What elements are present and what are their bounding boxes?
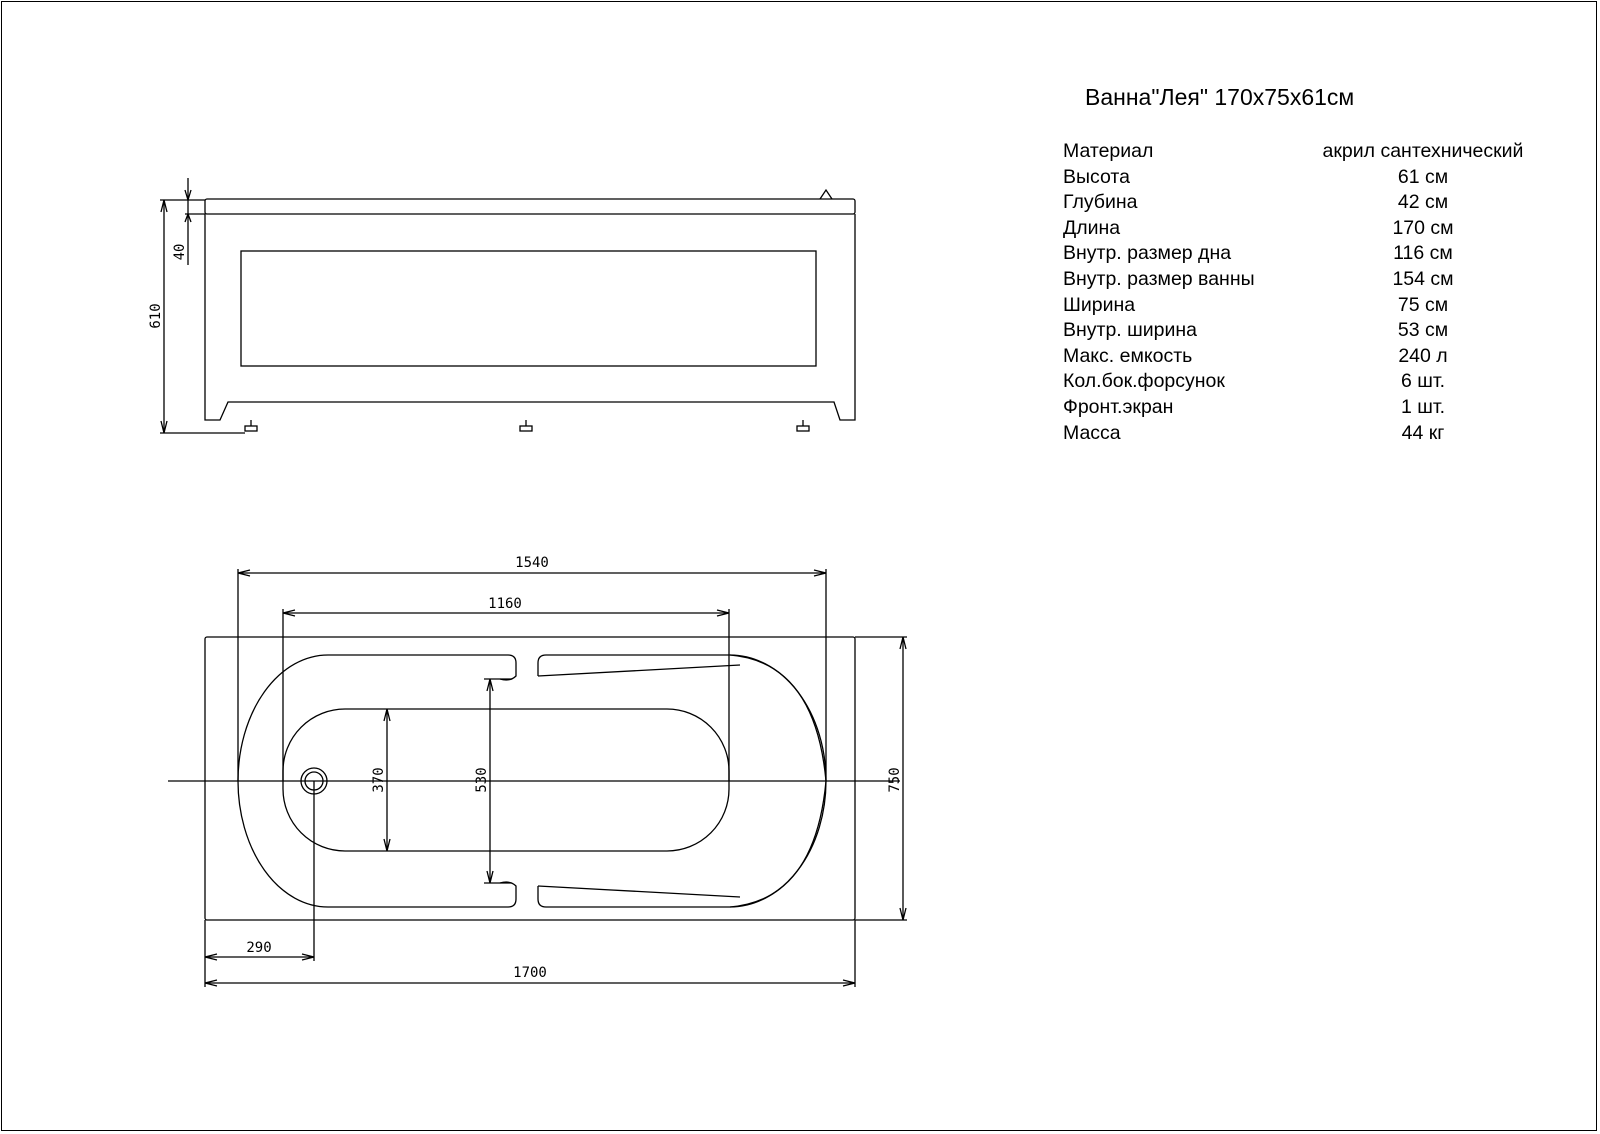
dim-width-line — [855, 636, 907, 921]
spec-label: Внутр. размер дна — [1063, 242, 1232, 265]
bathtub-body — [204, 214, 856, 421]
support-feet — [244, 420, 810, 432]
spec-value: 154 см — [1392, 267, 1454, 290]
spec-value: 6 шт. — [1400, 370, 1446, 393]
dim-bottom-width-label: 370 — [371, 767, 387, 792]
spec-label: Фронт.экран — [1063, 395, 1174, 418]
spec-value: 61 см — [1397, 165, 1449, 188]
spec-value: 116 см — [1393, 242, 1453, 265]
overflow-bump — [819, 188, 833, 200]
spec-value: 240 л — [1398, 344, 1448, 367]
front-screen-panel — [240, 250, 817, 367]
backrest-line-bottom — [537, 885, 741, 898]
spec-label: Ширина — [1063, 293, 1136, 316]
top-view — [168, 569, 907, 987]
dim-bottom-length-label: 1160 — [488, 596, 522, 612]
spec-label: Внутр. размер ванны — [1063, 267, 1255, 290]
spec-value: акрил сантехнический — [1322, 140, 1524, 162]
tub-outline — [204, 636, 856, 921]
spec-value: 1 шт. — [1400, 395, 1446, 418]
dim-height-line — [160, 199, 245, 434]
spec-value: 75 см — [1397, 293, 1449, 316]
spec-value: 53 см — [1397, 319, 1449, 342]
dim-inner-length-line — [237, 569, 827, 781]
dim-bottom-length-line — [282, 609, 730, 781]
dim-height-label: 610 — [148, 303, 164, 328]
basin-floor — [282, 708, 730, 852]
spec-label: Кол.бок.форсунок — [1063, 370, 1225, 393]
dim-length-line — [204, 920, 856, 987]
bathtub-rim — [204, 198, 856, 215]
spec-label: Внутр. ширина — [1063, 319, 1198, 342]
backrest-line-top — [537, 664, 741, 677]
dim-length-label: 1700 — [513, 965, 547, 981]
dim-width-label: 750 — [887, 767, 903, 792]
spec-label: Макс. емкость — [1063, 344, 1193, 367]
spec-label: Масса — [1063, 421, 1121, 444]
spec-label: Материал — [1063, 140, 1154, 162]
spec-label: Глубина — [1063, 191, 1138, 214]
spec-value: 42 см — [1397, 191, 1449, 214]
dim-drain-offset-label: 290 — [246, 940, 271, 956]
dim-inner-length-label: 1540 — [515, 555, 549, 571]
spec-label: Высота — [1063, 165, 1130, 188]
dim-inner-width-label: 530 — [474, 767, 490, 792]
side-view — [160, 178, 856, 434]
dim-inner-width-line — [484, 678, 512, 884]
product-title: Ванна"Лея" 170x75x61см — [1085, 84, 1355, 110]
spec-label: Длина — [1063, 216, 1121, 239]
dim-bottom-width-line — [383, 708, 391, 852]
dim-rim-label: 40 — [172, 244, 188, 261]
dim-rim-line — [184, 178, 205, 265]
spec-value: 170 см — [1392, 216, 1454, 239]
spec-value: 44 кг — [1401, 421, 1445, 444]
dim-drain-offset-line — [204, 781, 315, 961]
